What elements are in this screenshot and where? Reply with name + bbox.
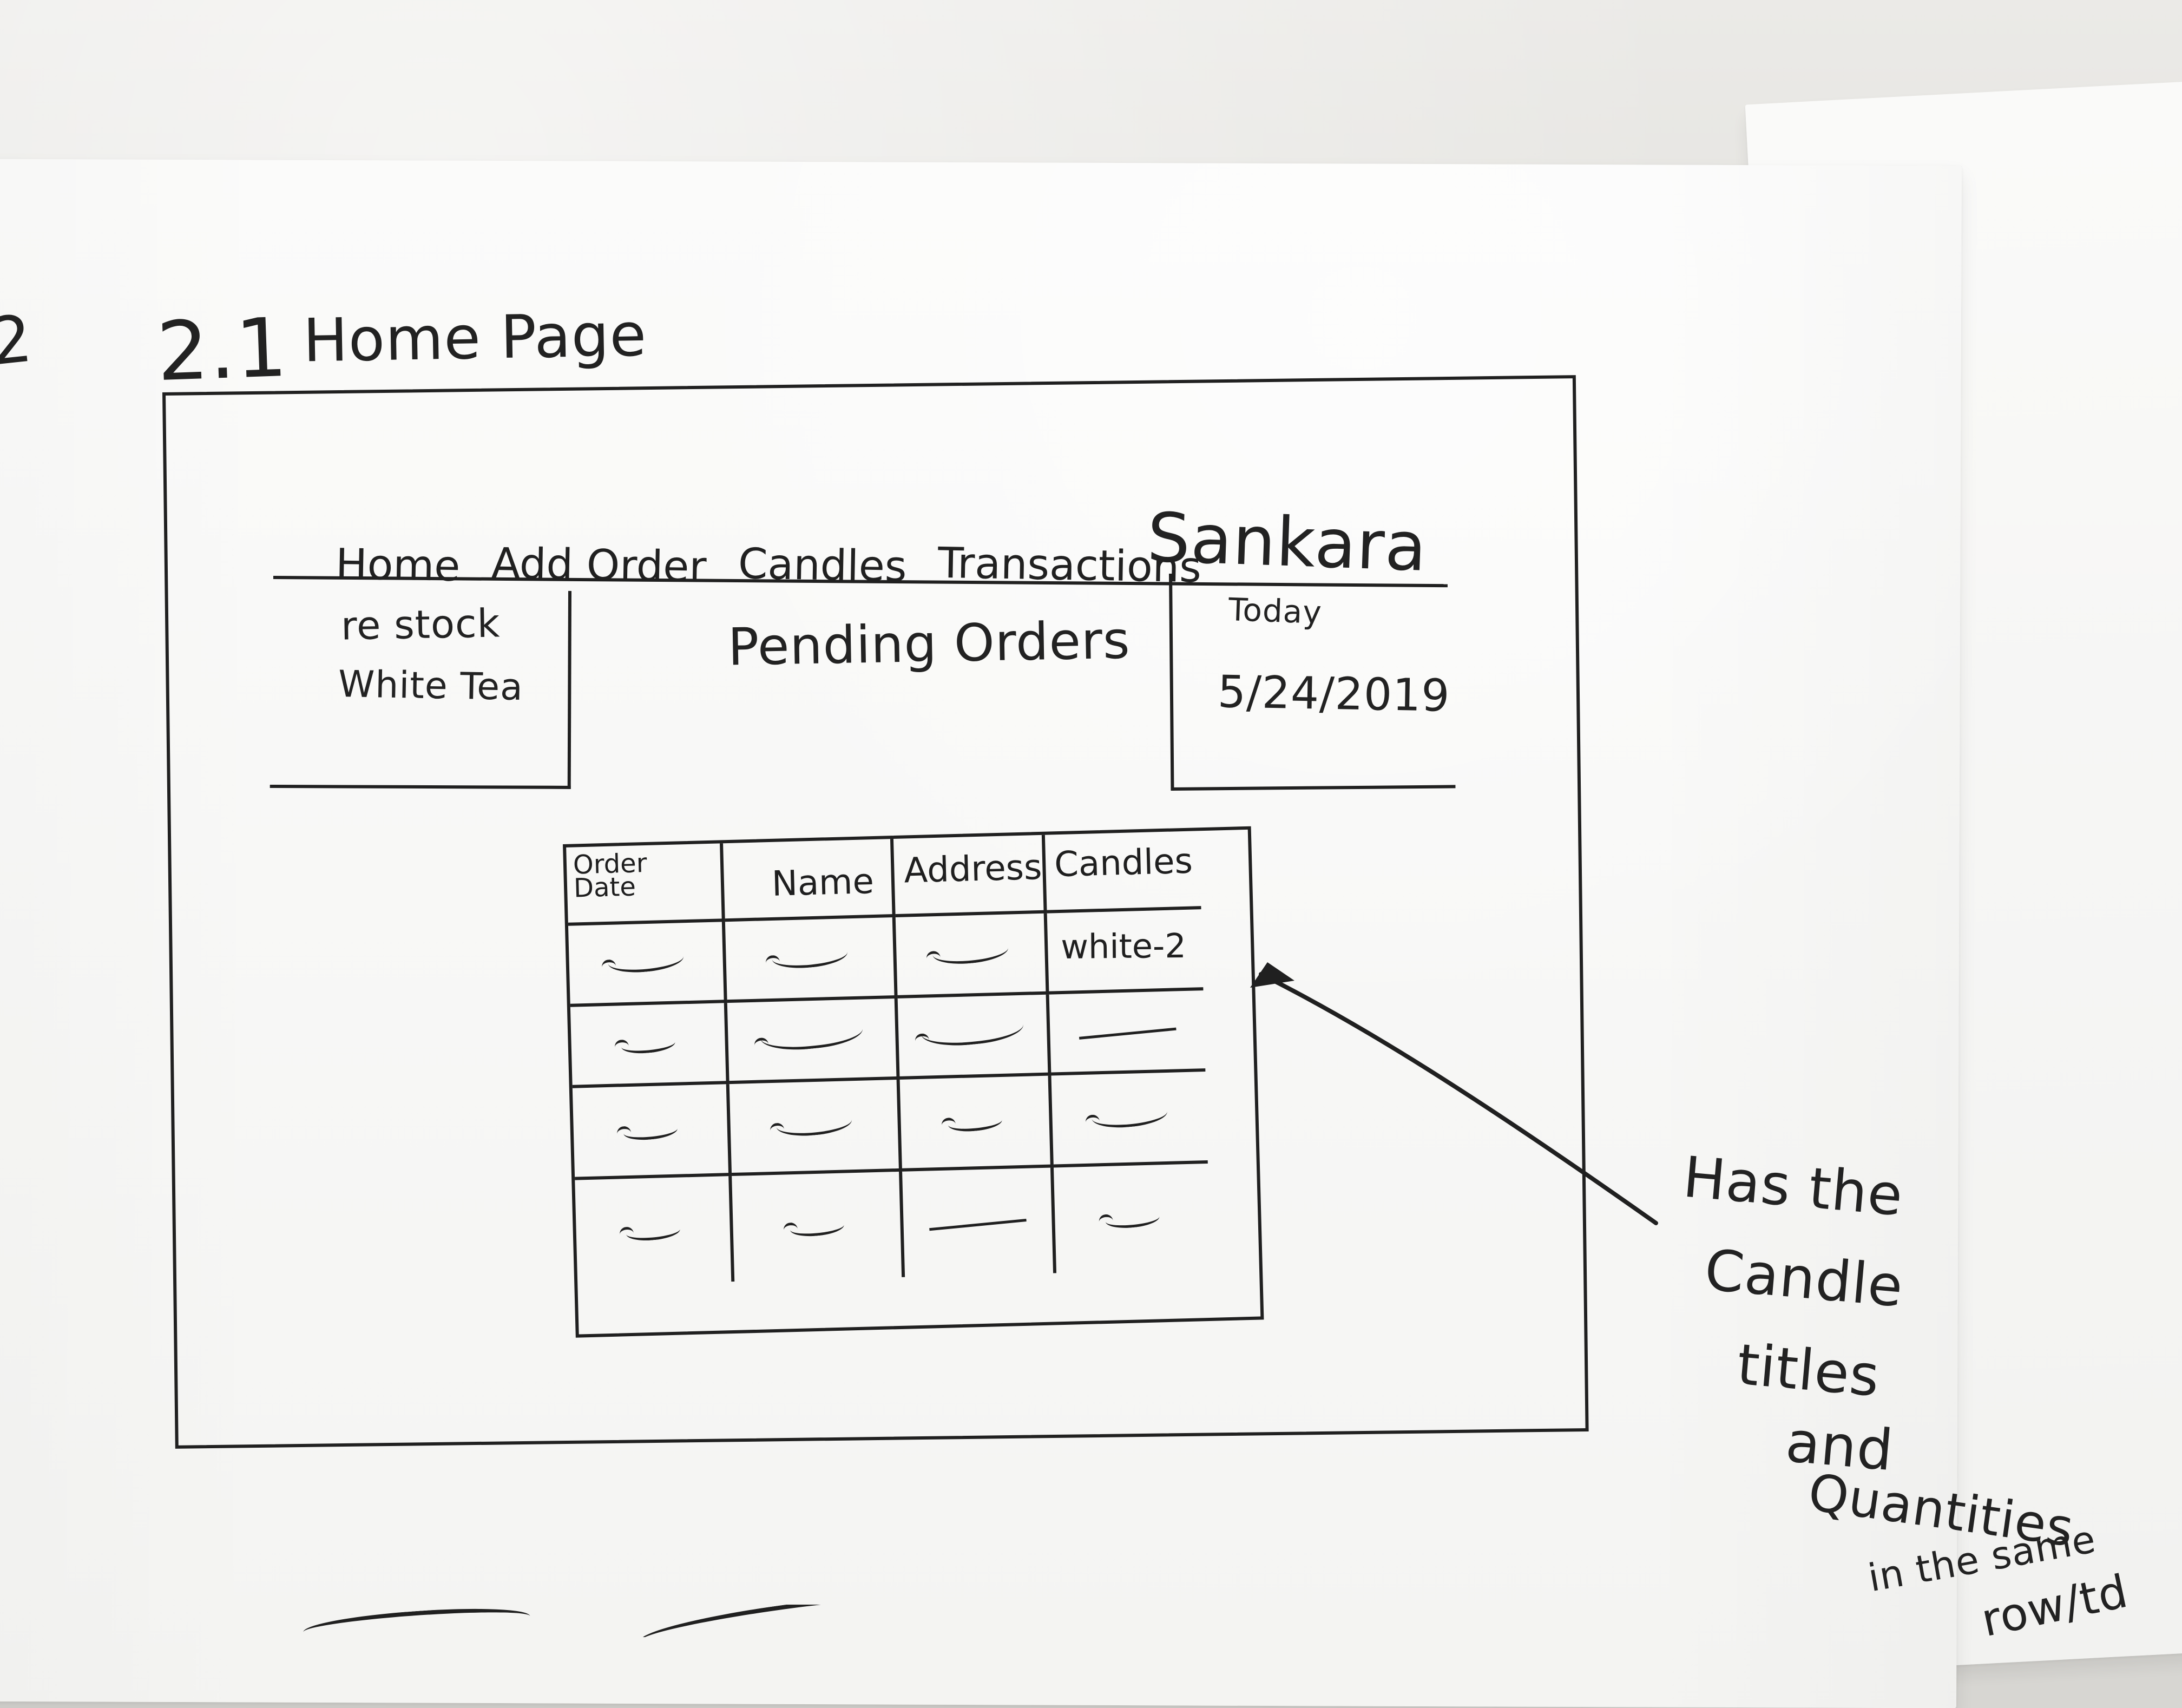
placeholder-scribble: [1078, 1023, 1177, 1040]
placeholder-scribble: [625, 1219, 681, 1243]
placeholder-scribble: [607, 950, 685, 976]
annotation-arrow-line: [1259, 972, 1658, 1225]
today-date: 5/24/2019: [1217, 666, 1451, 722]
candles-cell-value: white-2: [1060, 925, 1187, 967]
placeholder-scribble: [788, 1215, 845, 1238]
column-header-candles: Candles: [1054, 841, 1193, 885]
table-cell: [1051, 1072, 1208, 1168]
placeholder-scribble: [620, 1032, 676, 1056]
table-cell: [897, 994, 1051, 1080]
pending-orders-title: Pending Orders: [727, 610, 1131, 678]
table-header-cell: Candles: [1044, 831, 1201, 914]
annotation-line-3: titles: [1734, 1331, 1883, 1410]
table-cell: [899, 1075, 1054, 1172]
section-title: Home Page: [302, 300, 648, 376]
nav-item-candles[interactable]: Candles: [738, 540, 908, 592]
table-cell: [1054, 1164, 1211, 1273]
pending-orders-table: Order Date Name Address Candles white-2: [563, 826, 1264, 1338]
placeholder-scribble: [771, 945, 849, 971]
placeholder-scribble: [775, 1113, 853, 1139]
table-cell: [1049, 990, 1206, 1076]
table-header-cell: Name: [723, 839, 896, 922]
restock-item: White Tea: [338, 663, 524, 709]
column-header-name: Name: [771, 861, 875, 904]
table-cell: [727, 998, 900, 1085]
section-number: 2.1: [155, 300, 290, 400]
annotation-arrow: [1250, 962, 1658, 1225]
annotation-line-2: Candle: [1702, 1237, 1906, 1320]
bottom-scribble: [303, 1605, 952, 1637]
nav-item-add-order[interactable]: Add Order: [491, 539, 707, 592]
table-cell: [902, 1167, 1057, 1277]
placeholder-scribble: [932, 942, 1009, 967]
placeholder-scribble: [947, 1111, 1003, 1134]
placeholder-scribble: [1104, 1206, 1160, 1230]
placeholder-scribble: [1090, 1105, 1168, 1131]
placeholder-scribble: [921, 1021, 1025, 1049]
table-cell: [725, 917, 898, 1003]
table-cell: [732, 1171, 905, 1282]
table-cell: [729, 1079, 903, 1177]
table-cell: [570, 1003, 729, 1088]
column-header-order-date: Order Date: [573, 848, 648, 904]
today-label: Today: [1227, 591, 1323, 631]
placeholder-scribble: [929, 1214, 1027, 1231]
table-header-cell: Order Date: [566, 843, 725, 926]
table-cell: [575, 1176, 735, 1286]
placeholder-scribble: [759, 1026, 864, 1054]
table-cell: [572, 1084, 732, 1180]
table-cell: [895, 913, 1049, 998]
table-cell: [568, 922, 727, 1007]
column-header-address: Address: [903, 847, 1043, 891]
annotation-arrow-head: [1250, 962, 1294, 988]
placeholder-scribble: [622, 1119, 679, 1142]
table-cell: white-2: [1047, 909, 1204, 995]
nav-item-home[interactable]: Home: [335, 540, 461, 592]
table-header-cell: Address: [893, 835, 1047, 917]
restock-label: re stock: [340, 600, 501, 649]
